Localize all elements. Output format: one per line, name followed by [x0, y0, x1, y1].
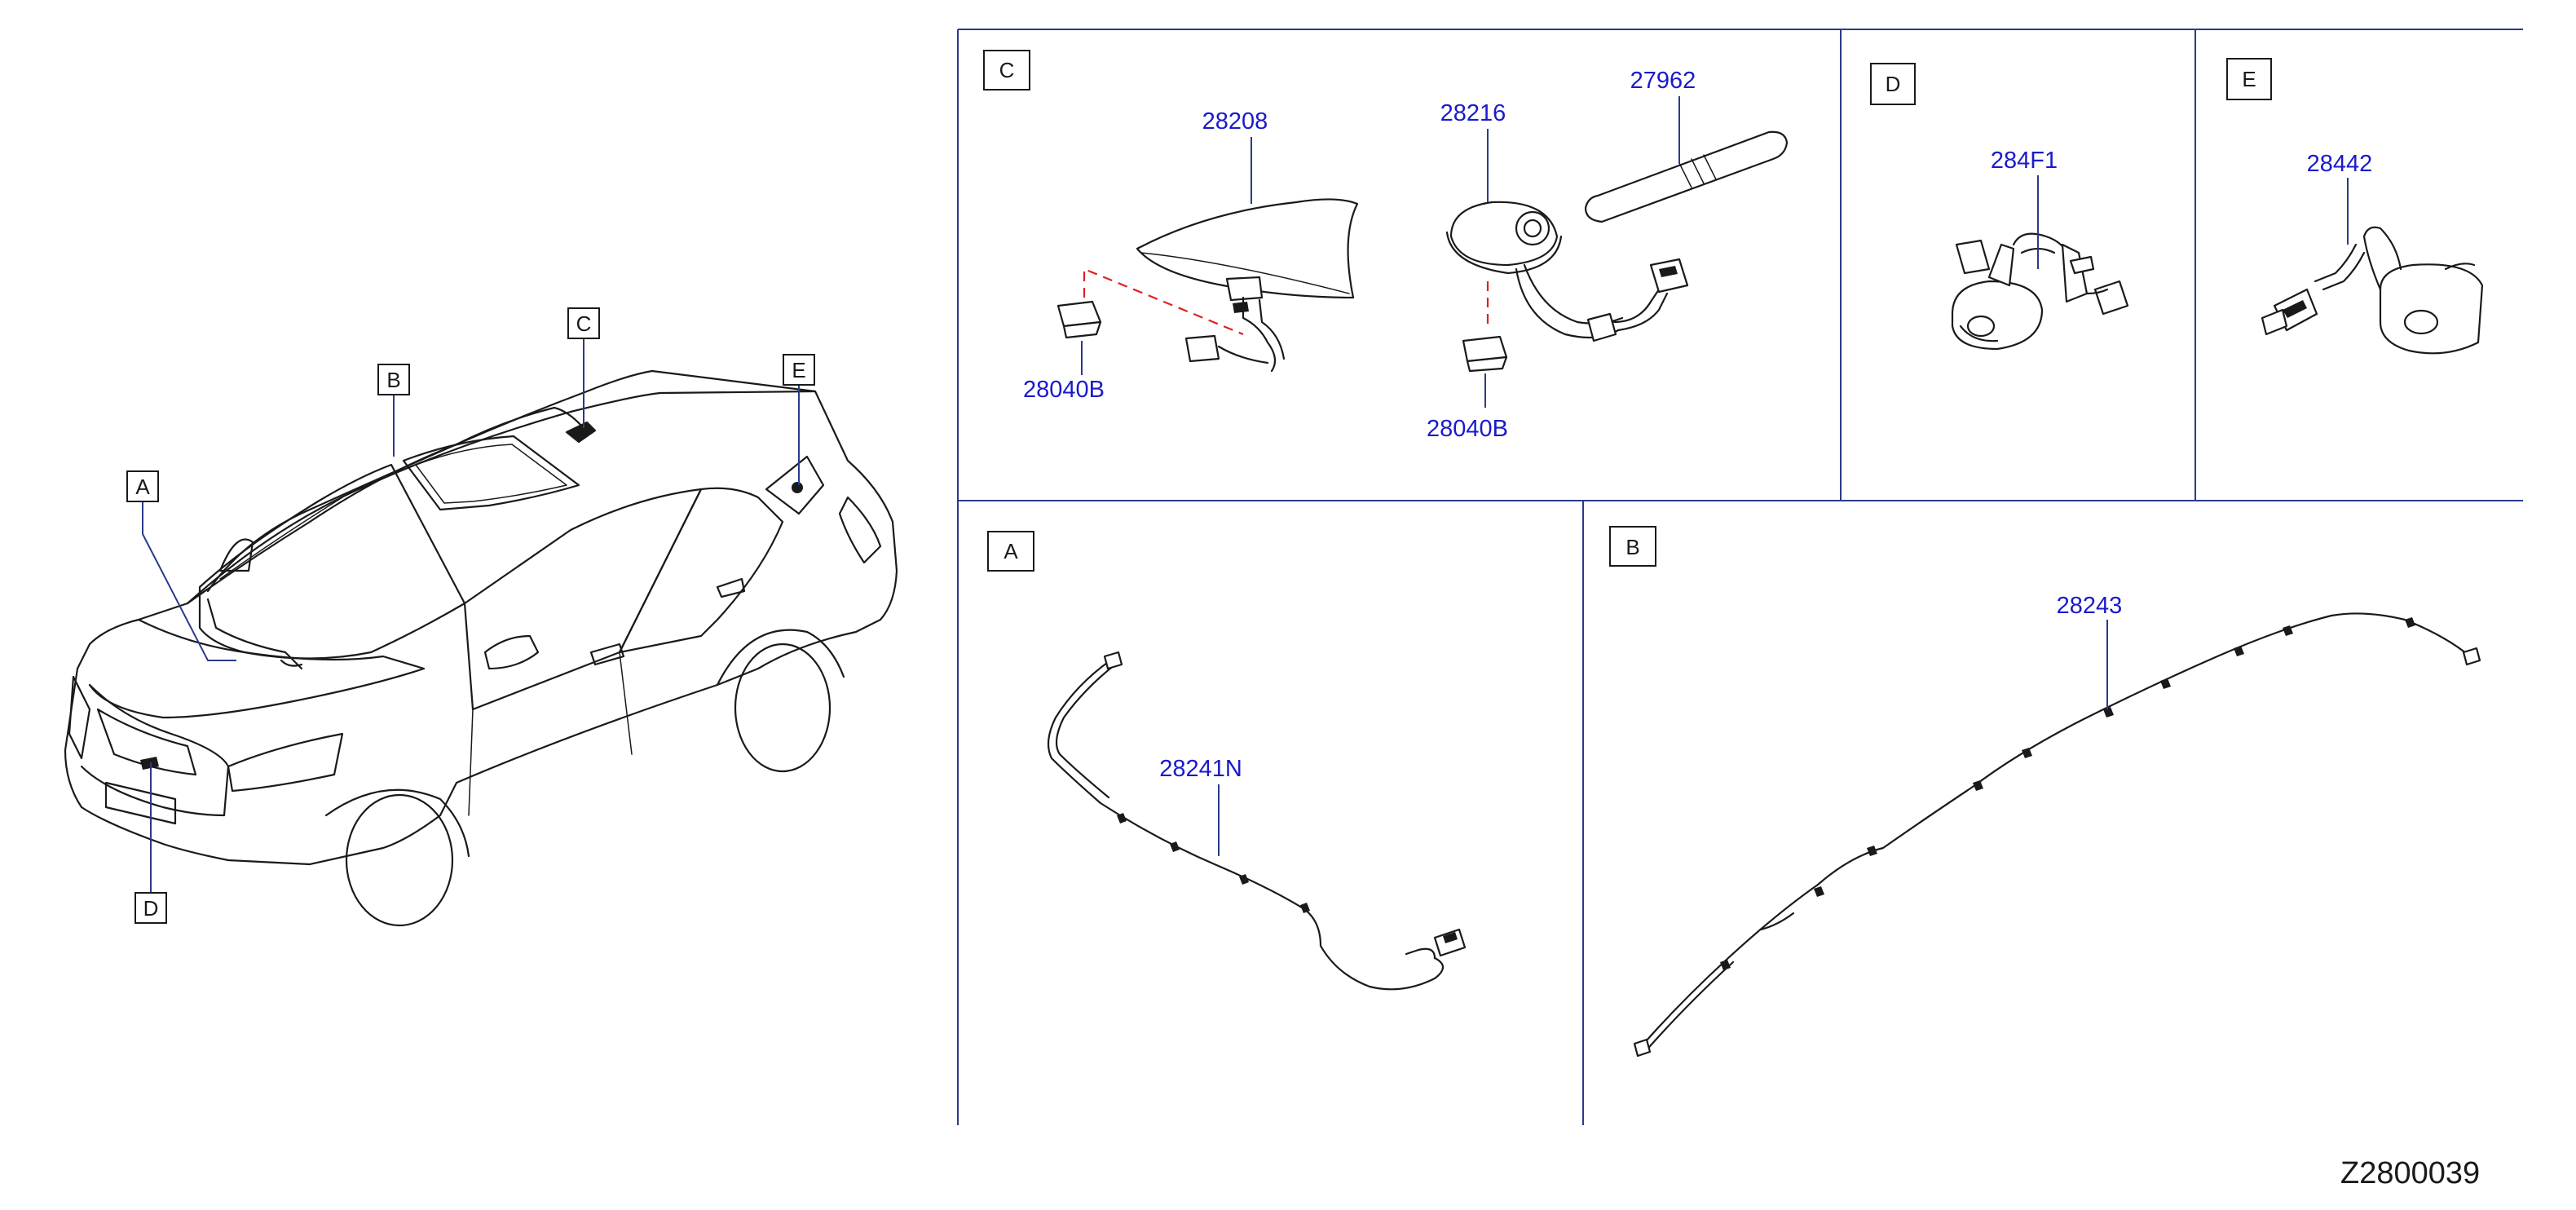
clip-28040b-right — [1462, 335, 1508, 373]
part-284f1-label: 284F1 — [1991, 148, 2058, 174]
harness-28241n — [1047, 651, 1467, 991]
part-28040b-right-label: 28040B — [1427, 416, 1508, 442]
svg-text:B: B — [386, 368, 400, 392]
part-27962-label: 27962 — [1630, 68, 1696, 94]
harness-28243 — [1633, 612, 2481, 1058]
part-28241n-label: 28241N — [1159, 756, 1242, 782]
part-28040b-left-label: 28040B — [1023, 377, 1105, 403]
panel-frames — [957, 29, 2523, 1125]
svg-text:D: D — [143, 896, 159, 921]
panel-c: C 28208 28040B — [983, 50, 1789, 442]
antenna-rod-27962 — [1584, 130, 1789, 223]
svg-text:E: E — [792, 358, 805, 382]
panel-a: A 28241N — [987, 531, 1467, 991]
panel-c-label: C — [999, 58, 1015, 82]
part-28442-label: 28442 — [2307, 151, 2373, 177]
shark-fin-antenna — [1136, 198, 1359, 373]
vehicle-callout-e: E — [783, 354, 815, 386]
part-28216-label: 28216 — [1440, 100, 1506, 126]
svg-text:A: A — [135, 475, 150, 499]
vehicle-illustration — [64, 369, 898, 927]
panel-d-label: D — [1886, 72, 1901, 96]
svg-text:C: C — [576, 311, 592, 336]
vehicle-leaders — [142, 338, 800, 893]
panel-d: D 284F1 — [1870, 63, 2129, 351]
vehicle-callout-c: C — [567, 307, 600, 339]
rear-camera-28442 — [2261, 226, 2484, 355]
panel-b: B 28243 — [1609, 526, 2481, 1058]
panel-a-label: A — [1003, 539, 1018, 563]
rear-camera-284f1 — [1951, 232, 2129, 351]
part-28208-label: 28208 — [1202, 108, 1268, 135]
vehicle-callout-a: A — [126, 470, 159, 502]
vehicle-callout-d: D — [135, 892, 167, 924]
vehicle-callout-b: B — [377, 364, 410, 395]
diagram-code: Z2800039 — [2340, 1156, 2480, 1190]
clip-28040b-left — [1056, 300, 1102, 339]
antenna-base-28216 — [1445, 201, 1689, 342]
part-28243-label: 28243 — [2057, 593, 2123, 619]
panel-b-label: B — [1625, 535, 1639, 559]
panel-e: E 28442 — [2226, 58, 2484, 355]
panel-e-label: E — [2242, 67, 2256, 91]
